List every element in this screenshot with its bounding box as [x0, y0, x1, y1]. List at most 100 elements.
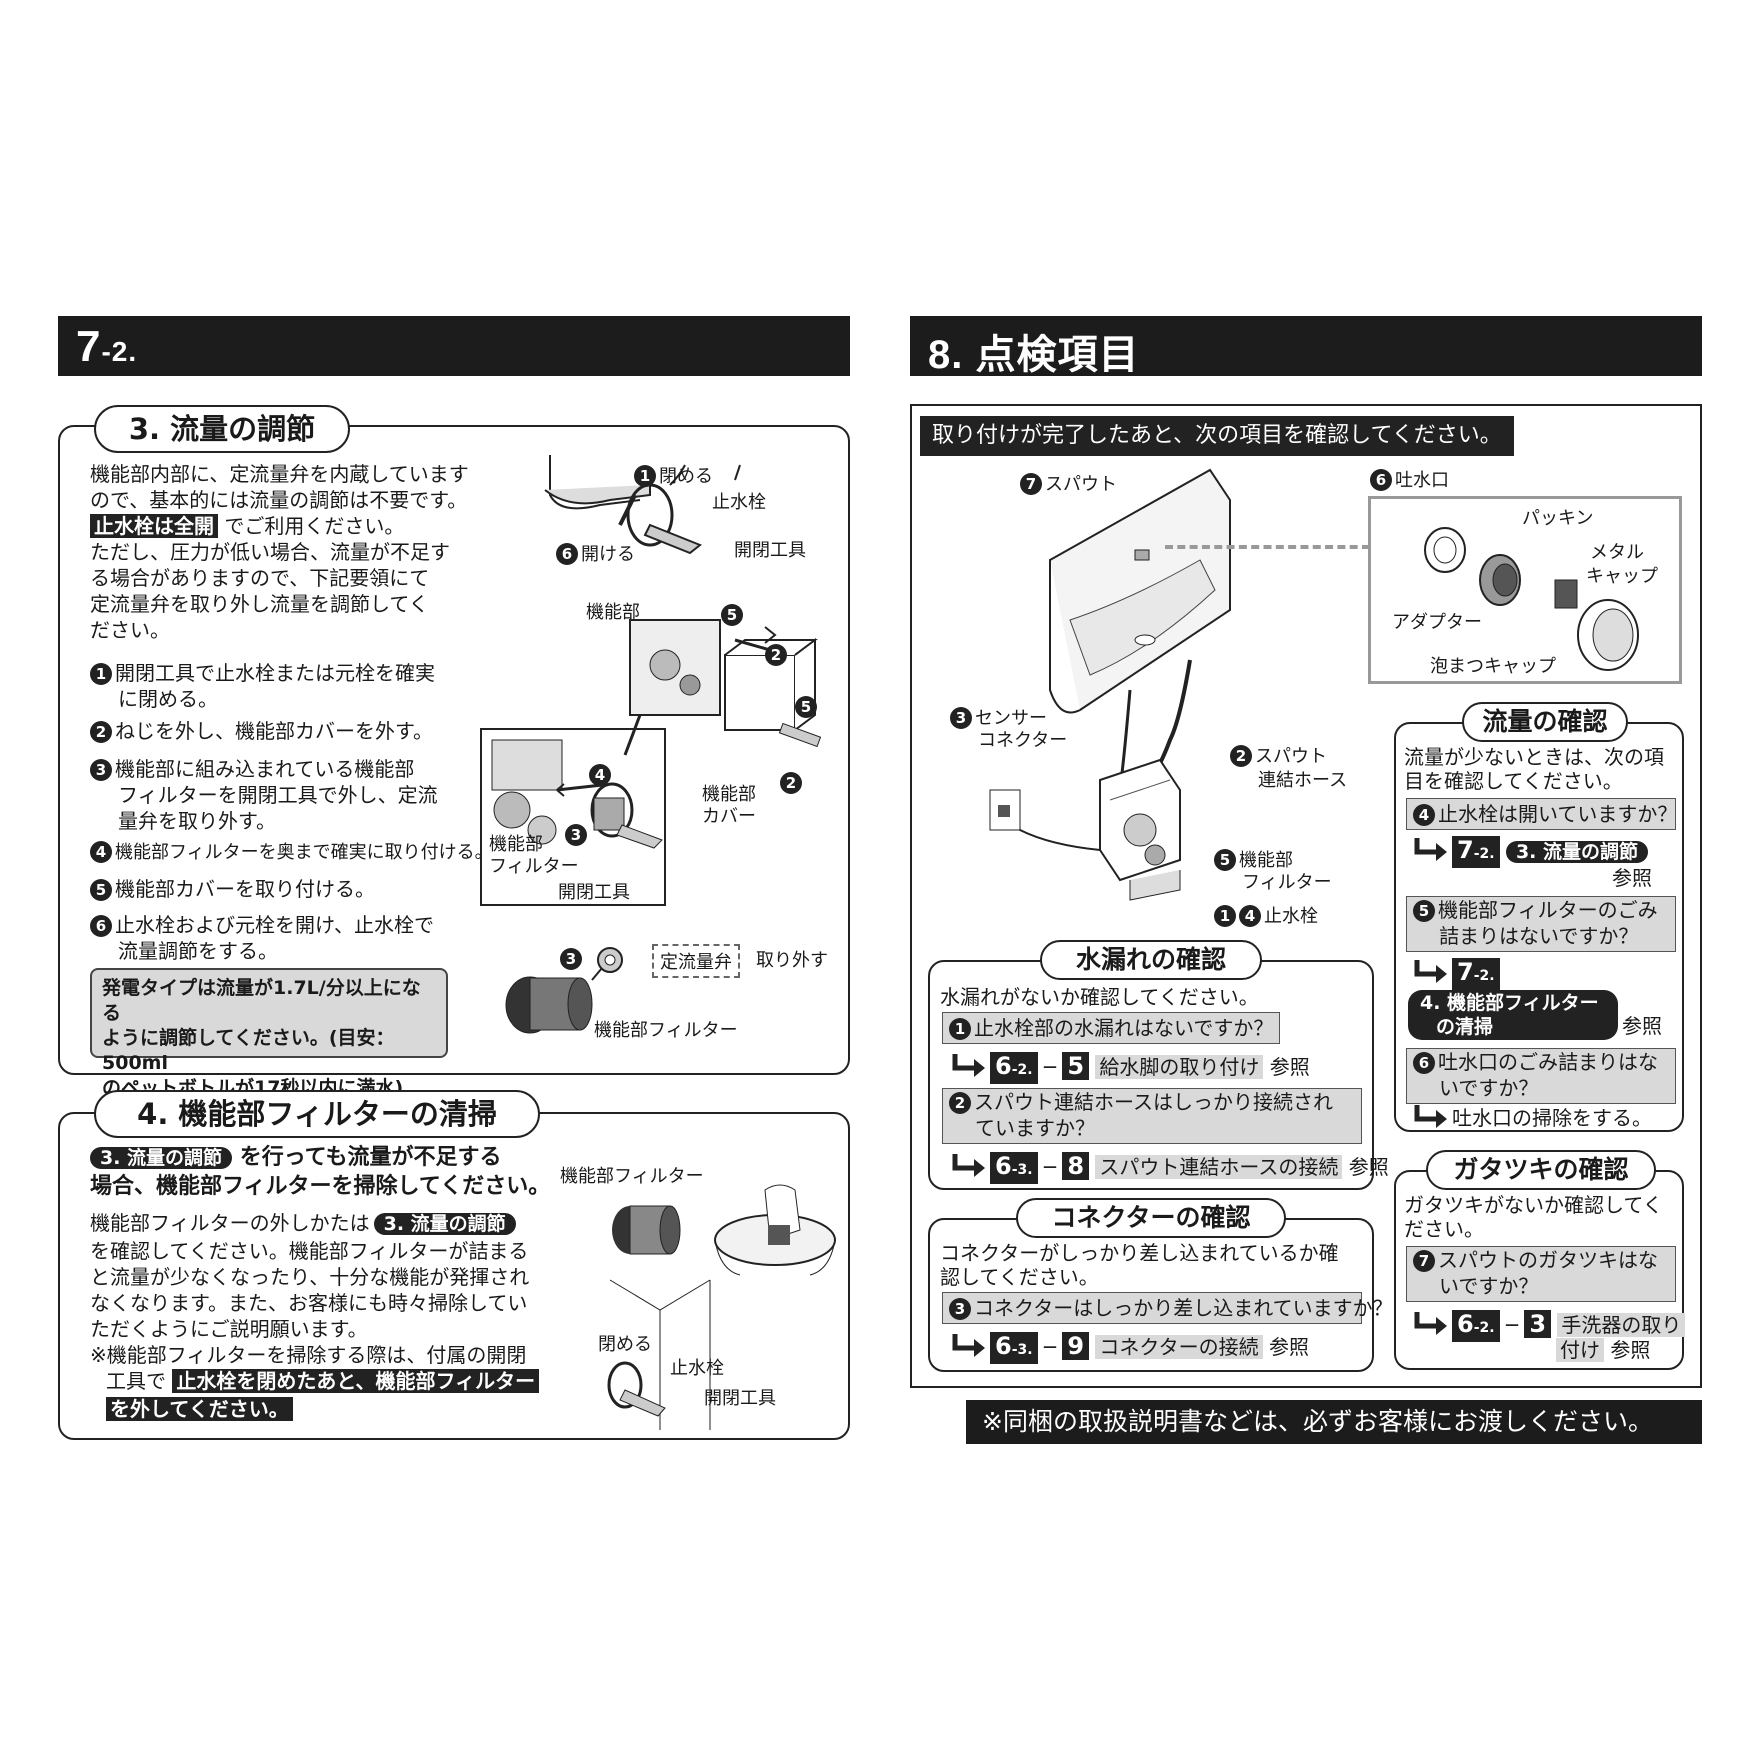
cfv-illustration — [505, 947, 623, 1034]
full-open-highlight: 止水栓は全開 — [90, 514, 218, 538]
step3-marker: 3 — [565, 824, 590, 846]
adapter-label: アダプター — [1392, 612, 1482, 633]
intro-line: 止水栓は全開 でご利用ください。 — [90, 513, 404, 539]
valve-label: 止水栓 — [712, 492, 766, 513]
intro-line: 定流量弁を取り外し流量を調節してく — [90, 592, 429, 616]
metal-cap-label: メタル — [1590, 542, 1644, 563]
cover-label: カバー — [702, 806, 756, 827]
ref-arrow-icon — [1414, 960, 1447, 983]
hose-label: 連結ホース — [1258, 770, 1348, 791]
intro-line: ので、基本的には流量の調節は不要です。 — [90, 488, 468, 512]
filter-clean-title: 4. 機能部フィルターの清掃 — [94, 1090, 540, 1138]
ref-arrow-icon — [952, 1334, 985, 1357]
flow-r6: 吐水口の掃除をする。 — [1414, 1104, 1652, 1132]
step3-marker: 3 — [560, 948, 585, 970]
intro-line: 機能部内部に、定流量弁を内蔵しています — [90, 462, 469, 486]
header-title: 8. 点検項目 — [928, 333, 1140, 377]
power-type-note: 発電タイプは流量が1.7L/分以上になる ように調節してください。(目安：500… — [90, 968, 448, 1099]
header-number: 7 — [76, 322, 102, 371]
cfv-label: 定流量弁 — [652, 944, 740, 978]
ref-arrow-icon — [1414, 1312, 1447, 1335]
flow-adjust-ref: 3. 流量の調節 — [1505, 841, 1648, 863]
s4-line: を外してください。 — [106, 1396, 293, 1422]
step-number: 5 — [90, 879, 112, 901]
intro-line: る場合がありますので、下記要領にて — [90, 566, 430, 590]
filter-label: 機能部 — [489, 834, 543, 855]
flow-adjust-title: 3. 流量の調節 — [94, 405, 350, 453]
step-number: 1 — [90, 663, 112, 685]
ref-arrow-icon — [1414, 838, 1447, 861]
s4-line: 工具で 止水栓を閉めたあと、機能部フィルター — [106, 1368, 540, 1394]
flow-adjust-ref: 3. 流量の調節 — [90, 1147, 233, 1169]
step-number: 6 — [90, 915, 112, 937]
step-line: フィルターを開閉工具で外し、定流 — [118, 783, 438, 807]
filter-detail-box — [480, 728, 666, 906]
connector-r1: 6-3. ─ 9 コネクターの接続 参照 — [952, 1332, 1309, 1364]
flow-intro: 目を確認してください。 — [1404, 769, 1623, 793]
leak-r1: 6-2. ─ 5 給水脚の取り付け 参照 — [952, 1052, 1310, 1084]
filter-detail-illustration — [491, 739, 663, 849]
step-line: 量弁を取り外す。 — [118, 809, 276, 833]
intro-line: ださい。 — [90, 618, 170, 642]
foam-cap-label: 泡まつキャップ — [1430, 656, 1556, 677]
dashed-connector — [1165, 545, 1370, 549]
ref-arrow-icon — [952, 1154, 985, 1177]
step-number: 2 — [90, 721, 112, 743]
s4-line: ただくようにご説明願います。 — [90, 1317, 368, 1341]
connector-intro: コネクターがしっかり差し込まれているか確 — [940, 1241, 1339, 1265]
step4-marker: 4 — [589, 764, 614, 786]
step2-marker: 2 — [765, 644, 790, 666]
s4-line: を確認してください。機能部フィルターが詰まる — [90, 1239, 529, 1263]
filter-clean-ref: 4. 機能部フィルター の清掃 — [1408, 990, 1618, 1040]
s4-line: と流量が少なくなったり、十分な機能が発揮され — [90, 1265, 530, 1289]
leak-intro: 水漏れがないか確認してください。 — [940, 985, 1259, 1009]
step-number: 3 — [90, 759, 112, 781]
s4-line1: 3. 流量の調節 を行っても流量が不足する — [90, 1145, 502, 1171]
leak-r2: 6-3. ─ 8 スパウト連結ホースの接続 参照 — [952, 1152, 1389, 1184]
connector-intro: 認してください。 — [940, 1265, 1099, 1289]
leak-check-title: 水漏れの確認 — [1040, 940, 1262, 980]
flow-check-title: 流量の確認 — [1462, 702, 1628, 742]
s4-line: 場合、機能部フィルターを掃除してください。 — [90, 1174, 551, 1199]
filter-washing-illustration — [607, 1184, 836, 1430]
flow-r5: 7-2. — [1414, 958, 1500, 990]
remove-label: 取り外す — [756, 950, 828, 971]
wobble-check-title: ガタツキの確認 — [1426, 1150, 1656, 1190]
s4-line: ※機能部フィルターを掃除する際は、付属の開閉 — [90, 1343, 527, 1367]
step5-marker: 5 — [795, 696, 820, 718]
metal-cap-label: キャップ — [1586, 566, 1658, 587]
step-line: 流量調節をする。 — [118, 939, 278, 963]
sink-illustration — [989, 468, 1231, 901]
tool-label: 開閉工具 — [558, 882, 630, 903]
wobble-r-line2: 付け 参照 — [1556, 1336, 1650, 1364]
ref-arrow-icon — [1414, 1105, 1447, 1128]
filter-label: フィルター — [489, 856, 579, 877]
outlet-parts-illustration — [1424, 527, 1639, 671]
wobble-intro: ガタツキがないか確認してく — [1404, 1193, 1663, 1217]
sensor-label: コネクター — [978, 730, 1068, 751]
s4-line: なくなります。また、お客様にも時々掃除してい — [90, 1291, 528, 1315]
flow-adjust-ref: 3. 流量の調節 — [373, 1213, 516, 1235]
step-number: 4 — [90, 841, 112, 863]
section-header-8: 8. 点検項目 — [910, 316, 1702, 377]
wobble-r: 6-2. ─ 3 手洗器の取り — [1414, 1310, 1686, 1342]
close-label: 閉める — [598, 1334, 652, 1355]
valve-label: 止水栓 — [670, 1358, 724, 1379]
footer-notice: ※同梱の取扱説明書などは、必ずお客様にお渡しください。 — [966, 1400, 1702, 1444]
intro-line: ただし、圧力が低い場合、流量が不足す — [90, 540, 450, 564]
flow-intro: 流量が少ないときは、次の項 — [1404, 745, 1664, 769]
